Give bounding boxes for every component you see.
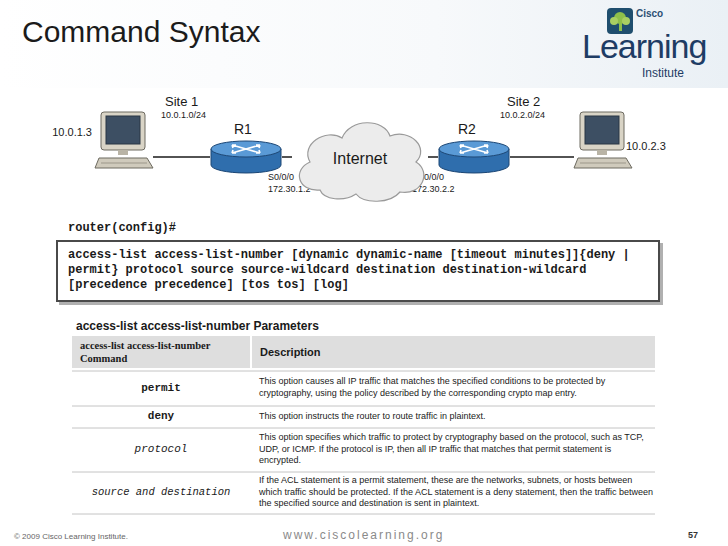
table-header: access-list access-list-number Command xyxy=(80,339,248,365)
site-name: Site 2 xyxy=(507,94,567,110)
table-title: access-list access-list-number Parameter… xyxy=(76,319,496,333)
table-cell: This option causes all IP traffic that m… xyxy=(259,376,655,399)
parameter-table xyxy=(72,336,655,514)
pc-symbol xyxy=(574,108,632,174)
interface-name: S0/0/0 xyxy=(418,172,478,183)
header-band xyxy=(0,0,728,88)
router-icon: R2 xyxy=(438,140,510,174)
table-header: Description xyxy=(260,346,460,359)
host-address: 10.0.2.3 xyxy=(626,140,682,153)
router-symbol xyxy=(438,140,510,174)
interface-address: 172.30.2.2 xyxy=(412,184,482,195)
logo-text: Institute xyxy=(642,66,712,80)
internet-cloud: Internet xyxy=(292,112,428,204)
table-cell: protocol xyxy=(72,443,250,456)
footer-copyright: © 2009 Cisco Learning Institute. xyxy=(14,532,234,542)
host-computer: 10.0.1.3 xyxy=(95,108,153,174)
network-link xyxy=(428,156,438,158)
pc-symbol xyxy=(95,108,153,174)
router-name: R1 xyxy=(234,121,264,138)
network-link xyxy=(282,156,292,158)
router-name: R2 xyxy=(458,121,488,138)
logo-text: Cisco xyxy=(636,8,686,20)
router-symbol xyxy=(210,140,282,174)
slide-title: Command Syntax xyxy=(22,14,422,50)
cloud-label: Internet xyxy=(292,149,428,168)
table-cell: source and destination xyxy=(72,486,250,499)
router-icon: R1 xyxy=(210,140,282,174)
subnet-address: 10.0.1.0/24 xyxy=(161,110,241,121)
table-cell: deny xyxy=(72,410,250,423)
host-address: 10.0.1.3 xyxy=(38,126,92,139)
site-name: Site 1 xyxy=(165,94,225,110)
table-cell: permit xyxy=(72,382,250,395)
page-number: 57 xyxy=(688,530,718,541)
network-link xyxy=(153,156,210,158)
table-cell: This option specifies which traffic to p… xyxy=(259,432,655,467)
table-cell: This option instructs the router to rout… xyxy=(259,411,655,423)
subnet-address: 10.0.2.0/24 xyxy=(500,110,580,121)
table-cell: If the ACL statement is a permit stateme… xyxy=(259,475,655,510)
command-prompt: router(config)# xyxy=(68,221,288,235)
network-link xyxy=(510,156,574,158)
command-syntax: access-list access-list-number [dynamic … xyxy=(68,248,658,293)
logo-text: Learning xyxy=(582,26,722,67)
footer-url: www.ciscolearning.org xyxy=(283,528,503,542)
command-box: router(config)#access-list access-list-n… xyxy=(56,240,660,302)
host-computer: 10.0.2.3 xyxy=(574,108,632,174)
